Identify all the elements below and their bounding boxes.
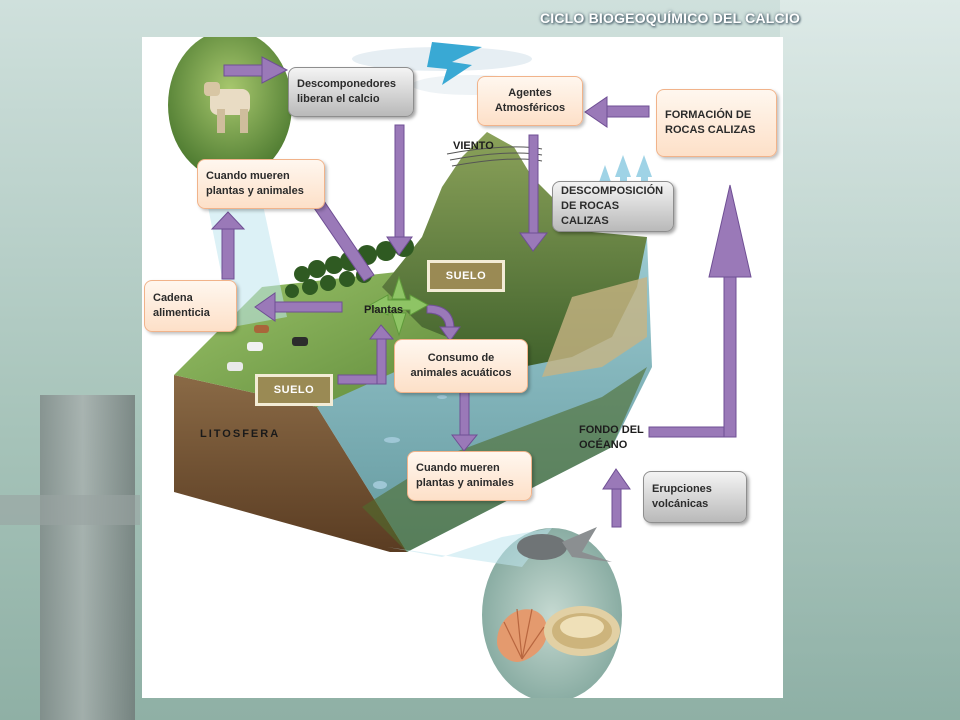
formation-label: FORMACIÓN DE ROCAS CALIZAS	[665, 109, 756, 136]
arrow-oval-to-decomposers	[223, 56, 289, 84]
decomposers-box: Descomponedores liberan el calcio	[288, 67, 414, 117]
aquatic-consumption-box: Consumo de animales acuáticos	[394, 339, 528, 393]
death-bottom-label: Cuando mueren plantas y animales	[416, 462, 514, 489]
decomposers-label: Descomponedores liberan el calcio	[297, 78, 397, 105]
diagram-panel: Descomponedores liberan el calcio Agente…	[142, 37, 783, 698]
clam-shell-icon	[544, 606, 620, 656]
cow-icon	[204, 82, 250, 133]
background-dock-beam	[0, 495, 140, 525]
food-chain-label: Cadena alimenticia	[153, 292, 210, 319]
lithosphere-label: LITOSFERA	[200, 428, 281, 440]
aquatic-consumption-label: Consumo de animales acuáticos	[410, 352, 512, 379]
formation-box: FORMACIÓN DE ROCAS CALIZAS	[656, 89, 777, 157]
slide-title: CICLO BIOGEOQUÍMICO DEL CALCIO	[539, 10, 801, 26]
arrow-plants-to-chain	[254, 292, 343, 322]
arrow-chain-up	[210, 211, 246, 280]
fish-icons	[373, 395, 447, 489]
arrow-plants-to-consumption	[426, 304, 461, 342]
ocean-floor-label: FONDO DEL OCÉANO	[579, 424, 644, 451]
eruptions-box: Erupciones volcánicas	[643, 471, 747, 523]
soil-badge-left: SUELO	[255, 374, 333, 406]
background-haze	[780, 0, 960, 720]
death-bottom-box: Cuando mueren plantas y animales	[407, 451, 532, 501]
lightning-icon	[427, 42, 482, 85]
agents-label: Agentes Atmosféricos	[494, 87, 566, 114]
decomposition-label: DESCOMPOSICIÓN DE ROCAS CALIZAS	[561, 185, 664, 227]
wind-label: VIENTO	[453, 140, 494, 152]
mountain-shore	[542, 277, 647, 377]
arrow-formation-to-agents	[584, 96, 650, 128]
plants-label: Plantas	[364, 304, 404, 316]
arrow-soil-to-plants	[337, 324, 395, 385]
arrow-decomposers-down	[386, 124, 413, 256]
cattle	[227, 325, 308, 371]
arrow-ocean-floor-to-formation	[648, 184, 752, 438]
decomposition-box: DESCOMPOSICIÓN DE ROCAS CALIZAS	[552, 181, 674, 232]
background-dock-post	[40, 395, 135, 720]
eruptions-label: Erupciones volcánicas	[652, 483, 712, 510]
arrow-agents-down	[519, 134, 549, 252]
food-chain-box: Cadena alimenticia	[144, 280, 237, 332]
death-top-box: Cuando mueren plantas y animales	[197, 159, 325, 209]
lithosphere-block	[174, 375, 407, 552]
death-top-label: Cuando mueren plantas y animales	[206, 170, 304, 197]
sea-oval-beam	[387, 528, 552, 567]
plants-cross-arrows	[368, 275, 430, 337]
land-oval-beam	[202, 177, 287, 327]
scallop-shell-icon	[497, 608, 548, 662]
agents-box: Agentes Atmosféricos	[477, 76, 583, 126]
arrow-eruptions-up	[602, 468, 631, 528]
fish-creature-icon	[517, 527, 612, 562]
soil-badge-top: SUELO	[427, 260, 505, 292]
